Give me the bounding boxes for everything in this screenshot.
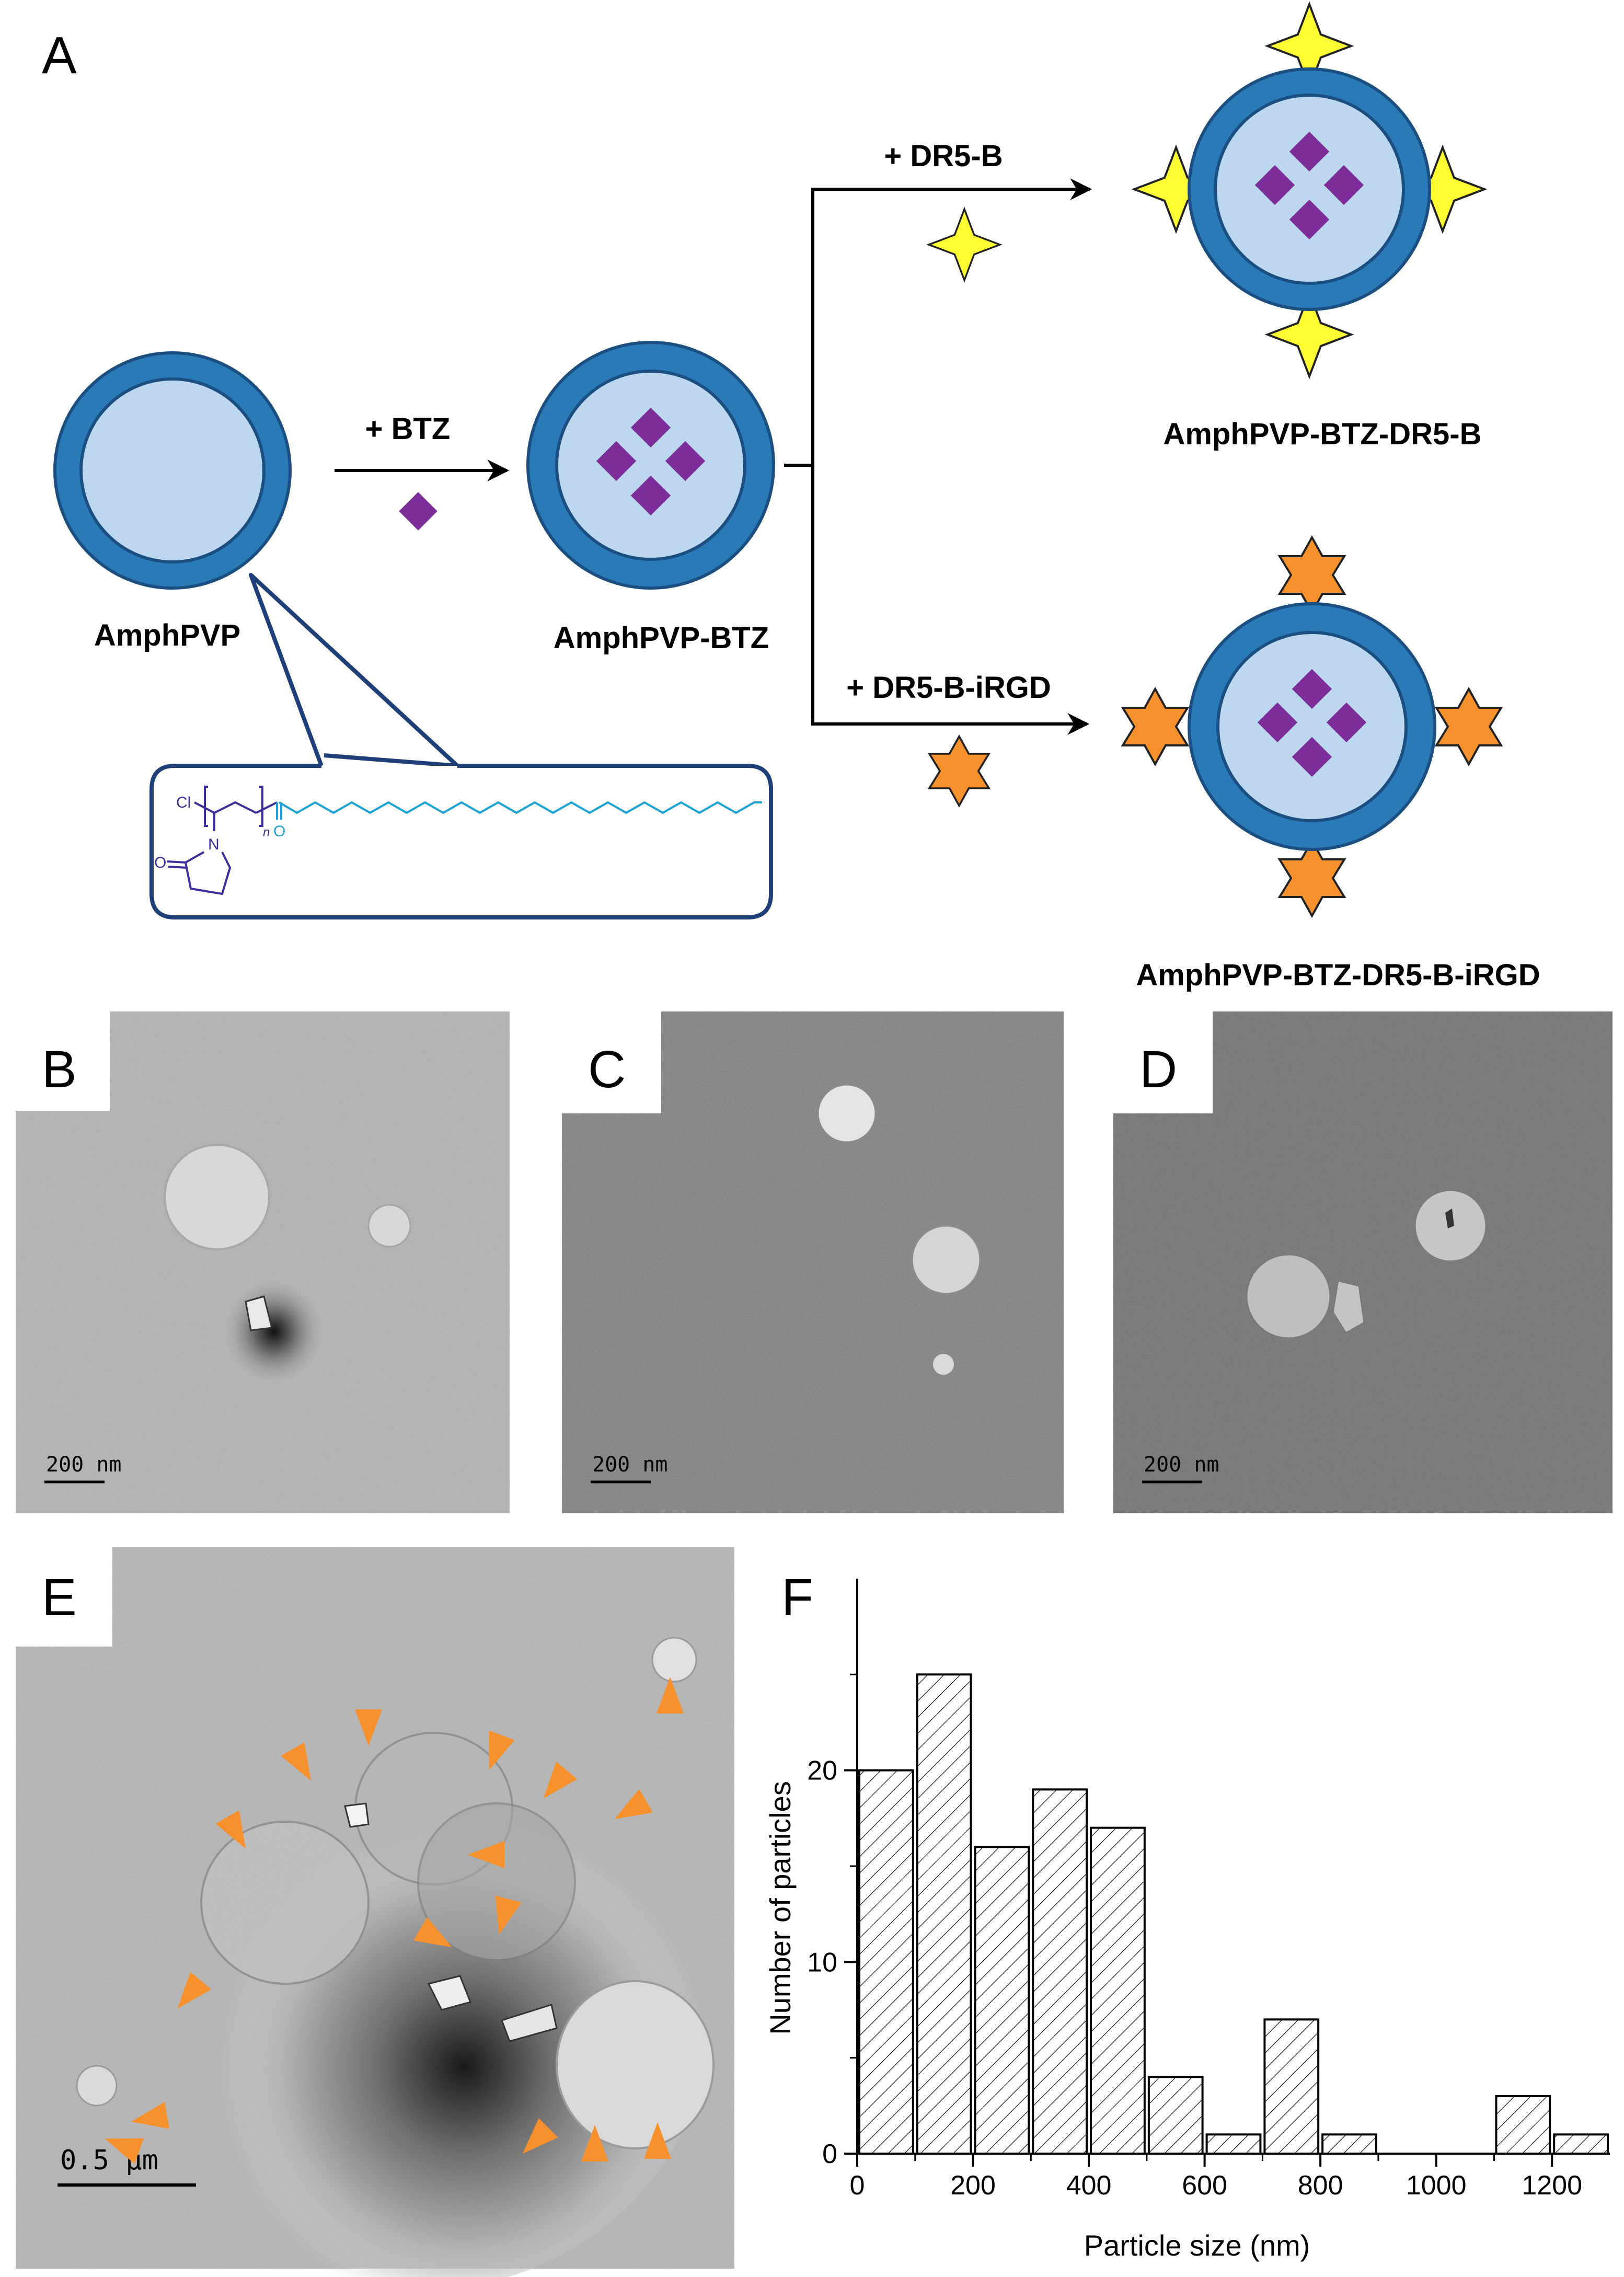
chem-n-subscript: n — [263, 825, 270, 840]
scale-bar-b: 200 nm — [46, 1453, 122, 1477]
amphpvp-btz-dr5b-irgd-vesicle — [1122, 536, 1502, 917]
chem-o-ester: O — [273, 823, 285, 840]
histogram-bar-12 — [1553, 2133, 1609, 2155]
tem-panel-b: B 200 nm — [16, 1011, 510, 1513]
histogram-bar-8 — [1321, 2133, 1377, 2155]
chemical-structure: Cl n N O O — [154, 786, 762, 895]
x-axis-title: Particle size (nm) — [1084, 2229, 1310, 2262]
panel-label-a: A — [42, 26, 77, 85]
x-tick-label: 800 — [1298, 2170, 1343, 2201]
histogram-bar-3 — [1032, 1788, 1088, 2155]
histogram-bar-4 — [1090, 1826, 1146, 2155]
chem-n-atom: N — [208, 836, 220, 853]
branch-connector — [784, 178, 1092, 735]
scale-bar-d: 200 nm — [1144, 1453, 1219, 1477]
amphpvp-btz-vesicle — [526, 341, 775, 590]
x-tick-label: 1000 — [1406, 2170, 1467, 2201]
x-tick-label: 400 — [1066, 2170, 1112, 2201]
histogram-bar-6 — [1205, 2133, 1262, 2155]
histogram-bar-11 — [1495, 2095, 1551, 2155]
amphpvp-vesicle — [53, 351, 292, 590]
btz-drug-icon — [399, 492, 437, 531]
histogram: 0 200 400 600 800 1000 1200 0 10 20 — [807, 1579, 1610, 2201]
amphpvp-btz-label: AmphPVP-BTZ — [554, 621, 769, 655]
y-axis-title: Number of particles — [764, 1781, 797, 2035]
histogram-bar-1 — [916, 1673, 972, 2155]
histogram-bar-7 — [1263, 2018, 1320, 2155]
chem-o-carbonyl: O — [154, 854, 166, 871]
x-tick-label: 600 — [1182, 2170, 1227, 2201]
plus-dr5b-irgd-label: + DR5-B-iRGD — [846, 671, 1051, 705]
scale-bar-e: 0.5 µm — [60, 2145, 158, 2176]
tem-panel-c: C 200 nm — [562, 1011, 1064, 1513]
histogram-bar-0 — [858, 1769, 914, 2155]
x-tick-label: 200 — [950, 2170, 996, 2201]
plus-btz-label: + BTZ — [365, 412, 451, 446]
y-tick-label: 20 — [807, 1756, 837, 1786]
chem-callout — [149, 573, 773, 919]
x-tick-label: 1200 — [1522, 2170, 1582, 2201]
panel-label-e: E — [42, 1568, 77, 1627]
panel-label-c: C — [588, 1040, 626, 1099]
dr5b-icon — [928, 208, 1001, 281]
amphpvp-label: AmphPVP — [94, 618, 240, 652]
panel-label-b: B — [42, 1040, 77, 1099]
x-tick-label: 0 — [850, 2170, 865, 2201]
amphpvp-btz-dr5b-irgd-label: AmphPVP-BTZ-DR5-B-iRGD — [1136, 958, 1540, 992]
scale-bar-c: 200 nm — [592, 1453, 668, 1477]
y-tick-label: 10 — [807, 1947, 837, 1977]
histogram-bar-2 — [974, 1846, 1030, 2155]
histogram-bar-5 — [1147, 2076, 1204, 2155]
panel-label-f: F — [781, 1568, 813, 1627]
y-tick-label: 0 — [822, 2139, 837, 2169]
plus-dr5b-label: + DR5-B — [884, 139, 1003, 173]
amphpvp-btz-dr5b-vesicle — [1133, 3, 1485, 377]
panel-label-d: D — [1139, 1040, 1177, 1099]
amphpvp-btz-dr5b-label: AmphPVP-BTZ-DR5-B — [1164, 417, 1482, 451]
tem-panel-d: D 200 nm — [1113, 1011, 1613, 1513]
irgd-icon — [928, 735, 990, 807]
chem-cl: Cl — [176, 794, 191, 811]
tem-panel-e: E 0.5 µm — [16, 1547, 734, 2277]
